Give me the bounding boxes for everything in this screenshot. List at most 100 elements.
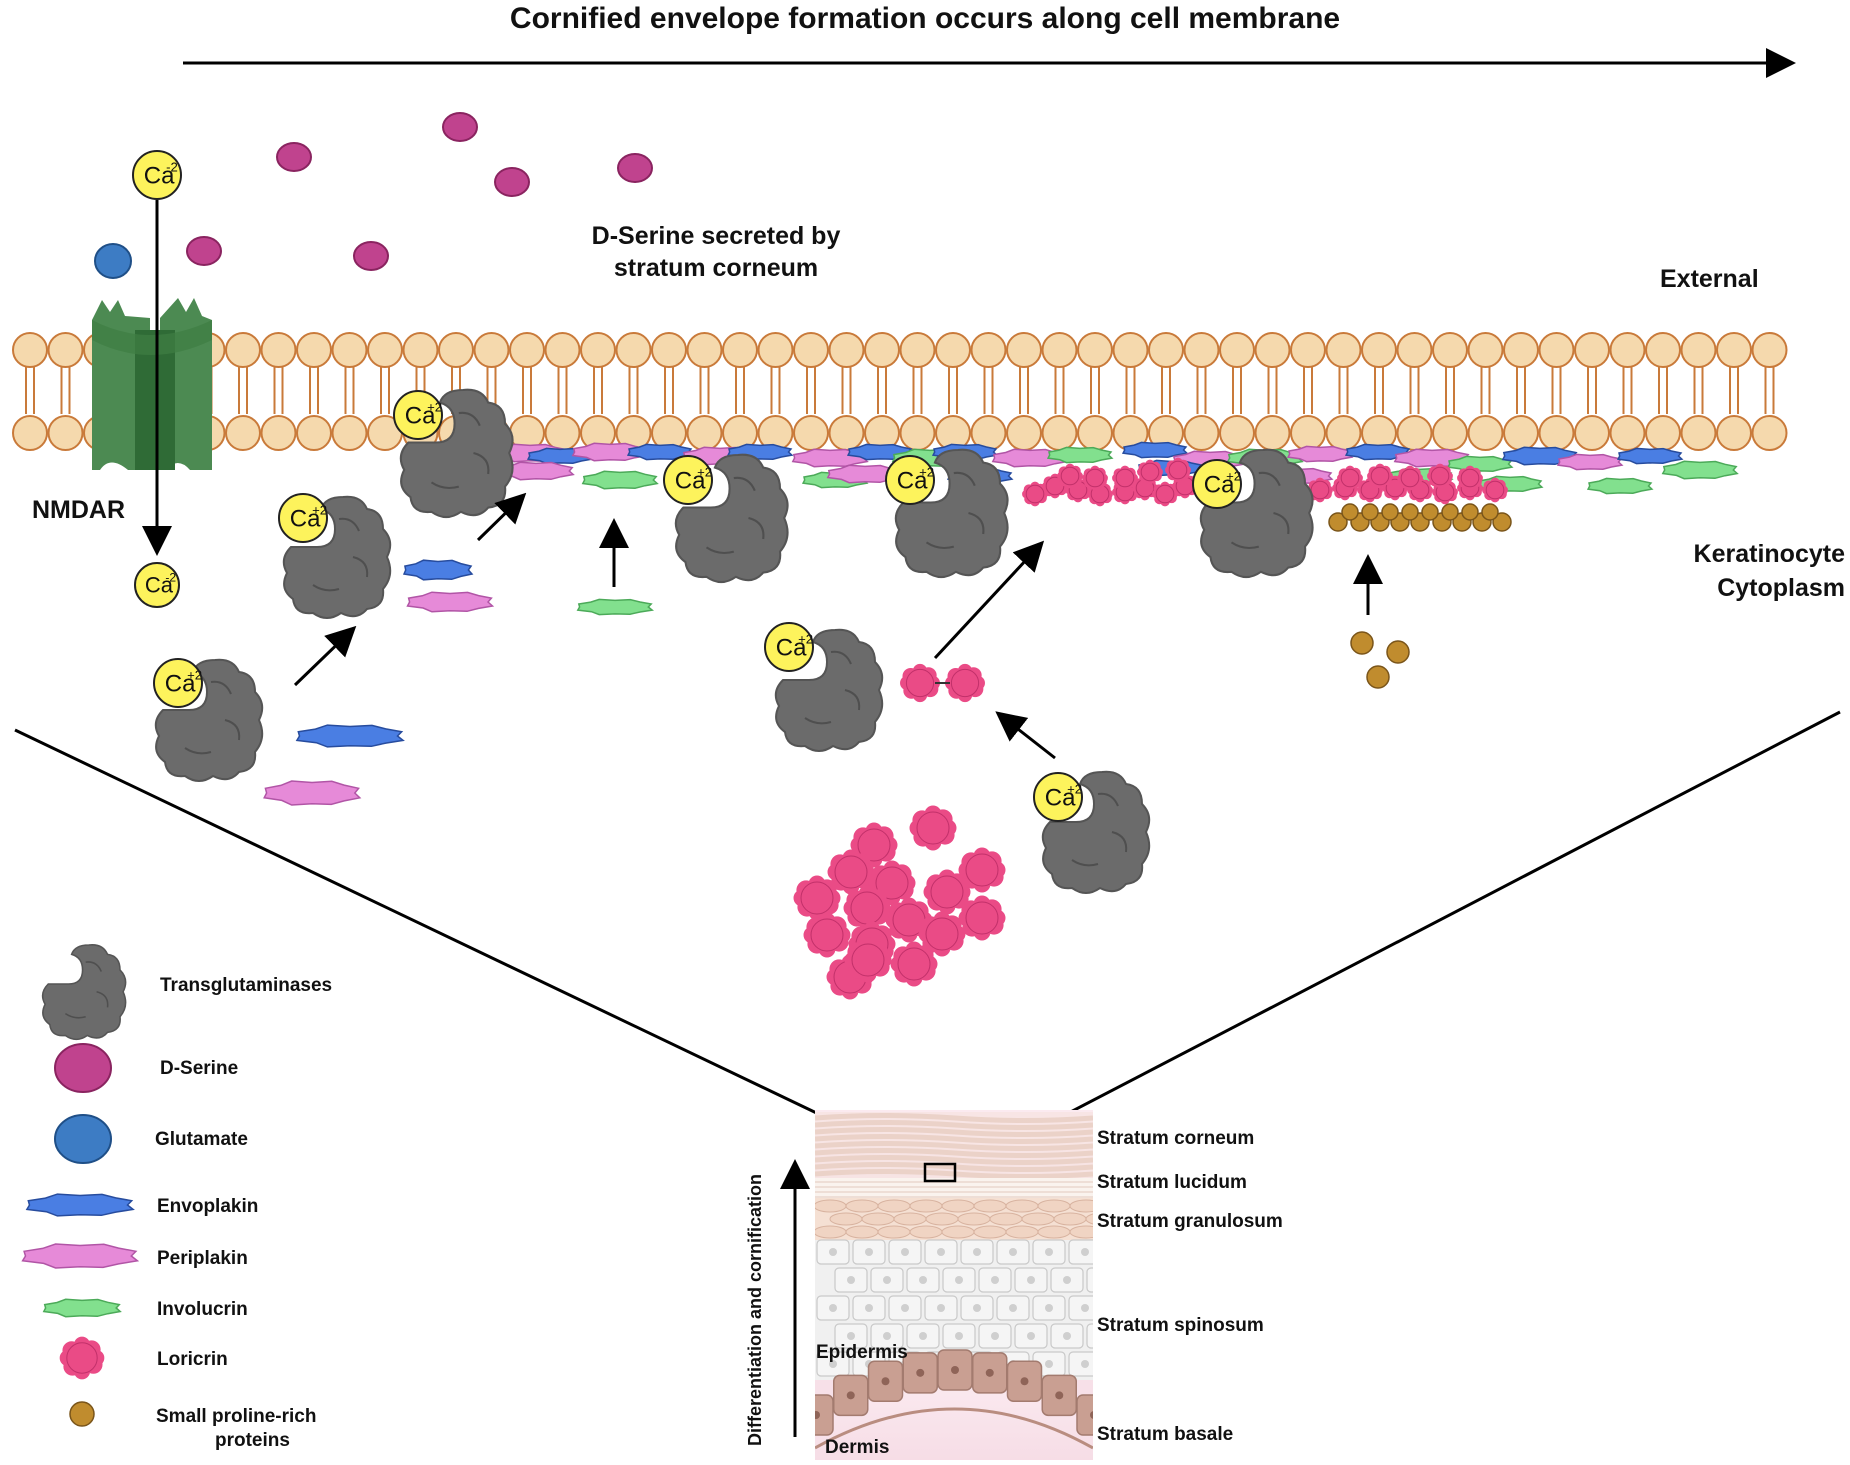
legend-loricrin: Loricrin — [157, 1349, 228, 1370]
loricrin-icon — [850, 822, 898, 868]
nmdar-label: NMDAR — [32, 496, 126, 524]
phospholipid — [1396, 332, 1433, 451]
phospholipid — [686, 332, 723, 451]
phospholipid — [1680, 332, 1717, 451]
phospholipid — [225, 332, 261, 451]
legend-sprp-line2: proteins — [215, 1430, 290, 1451]
phospholipid — [1112, 332, 1149, 451]
transglutaminase-icon — [774, 628, 884, 752]
calcium-ion-icon: Ca+2 — [663, 455, 713, 505]
involucrin-icon — [581, 470, 659, 490]
calcium-ion-icon: Ca+2 — [278, 493, 328, 543]
periplakin-icon — [406, 591, 495, 613]
glutamate-icon — [54, 1114, 112, 1164]
calcium-ion-icon: Ca+2 — [1033, 772, 1083, 822]
phospholipid — [1751, 332, 1788, 451]
legend-d-serine: D-Serine — [160, 1058, 239, 1079]
svg-text:Ca: Ca — [405, 402, 436, 429]
loricrin-icon — [1022, 481, 1048, 507]
loricrin-icon — [1042, 473, 1068, 499]
svg-text:-2: -2 — [165, 571, 176, 585]
periplakin-icon — [571, 442, 649, 462]
calcium-ion-icon: Ca+2 — [885, 455, 935, 505]
phospholipid — [1503, 332, 1539, 451]
phospholipid — [1077, 332, 1113, 451]
sprp-icon — [1381, 503, 1399, 521]
d-serine-icon — [276, 142, 312, 172]
involucrin-icon — [1586, 477, 1654, 495]
phospholipid — [296, 332, 332, 451]
phospholipid — [47, 332, 84, 451]
svg-text:Ca: Ca — [675, 467, 706, 494]
loricrin-icon — [900, 663, 940, 703]
legend-glutamate: Glutamate — [155, 1129, 248, 1150]
cell-membrane — [12, 332, 1788, 451]
loricrin-icon — [923, 869, 971, 915]
loricrin-icon — [958, 895, 1006, 941]
keratinocyte-label-line1: Keratinocyte — [1693, 540, 1845, 568]
svg-text:Ca: Ca — [165, 670, 196, 697]
sprp-icon — [1441, 503, 1459, 521]
d-serine-icon — [442, 112, 478, 142]
phospholipid — [793, 332, 829, 451]
legend-envoplakin: Envoplakin — [157, 1196, 259, 1217]
zoom-line-right — [954, 710, 1841, 1174]
phospholipid — [1432, 332, 1468, 451]
phospholipid — [12, 332, 48, 451]
phospholipid — [615, 332, 652, 451]
phospholipid — [1467, 332, 1504, 451]
loricrin-icon — [1082, 465, 1108, 491]
d-serine-icon — [494, 167, 530, 197]
periplakin-icon — [991, 448, 1069, 468]
svg-text:+2: +2 — [798, 631, 813, 646]
calcium-ion-icon: Ca-2 — [134, 562, 180, 608]
envoplakin-icon — [25, 1193, 135, 1217]
loricrin-icon — [918, 911, 966, 957]
loricrin-icon — [803, 912, 851, 958]
transglutaminase-icon — [282, 495, 392, 619]
involucrin-icon — [42, 1298, 122, 1318]
svg-text:Ca: Ca — [1204, 471, 1235, 498]
sprp-icon — [1386, 640, 1410, 664]
svg-text:-2: -2 — [166, 159, 178, 174]
legend-icons — [21, 944, 140, 1427]
svg-text:Ca: Ca — [144, 162, 175, 189]
transglutaminase-icon — [41, 944, 127, 1041]
svg-text:+2: +2 — [312, 502, 327, 517]
legend-transglutaminases: Transglutaminases — [160, 975, 333, 996]
periplakin-icon — [263, 780, 362, 806]
periplakin-icon — [826, 464, 904, 484]
svg-text:+2: +2 — [1226, 468, 1241, 483]
d-serine-icon — [54, 1043, 112, 1093]
phospholipid — [260, 332, 297, 451]
legend-involucrin: Involucrin — [157, 1299, 248, 1320]
loricrin-icon — [1057, 463, 1083, 489]
phospholipid — [367, 332, 403, 451]
envoplakin-icon — [1121, 441, 1189, 459]
d-serine-note-line2: stratum corneum — [613, 254, 819, 282]
sprp-icon — [1492, 512, 1512, 532]
loricrin-icon — [1482, 477, 1508, 503]
phospholipid — [1538, 332, 1575, 451]
involucrin-icon — [1446, 455, 1514, 473]
phospholipid — [1716, 332, 1752, 451]
loricrin-icon — [909, 805, 957, 851]
phospholipid — [509, 332, 545, 451]
phospholipid — [970, 332, 1007, 451]
sprp-icon — [1366, 665, 1390, 689]
sprp-icon — [1461, 503, 1479, 521]
transglutaminase-icon — [154, 658, 264, 782]
legend-sprp-line1: Small proline-rich — [156, 1406, 317, 1427]
envoplakin-icon — [295, 724, 405, 748]
svg-text:+2: +2 — [1067, 781, 1082, 796]
d-serine-icon — [186, 236, 222, 266]
phospholipid — [899, 332, 936, 451]
phospholipid — [1148, 332, 1184, 451]
svg-text:Ca: Ca — [290, 505, 321, 532]
phospholipid — [757, 332, 794, 451]
loricrin-icon — [1172, 473, 1198, 499]
cornified-envelope-band — [491, 441, 1739, 532]
loricrin-icon — [844, 937, 892, 983]
glutamate-molecule-icon — [94, 243, 132, 279]
phospholipid — [935, 332, 971, 451]
